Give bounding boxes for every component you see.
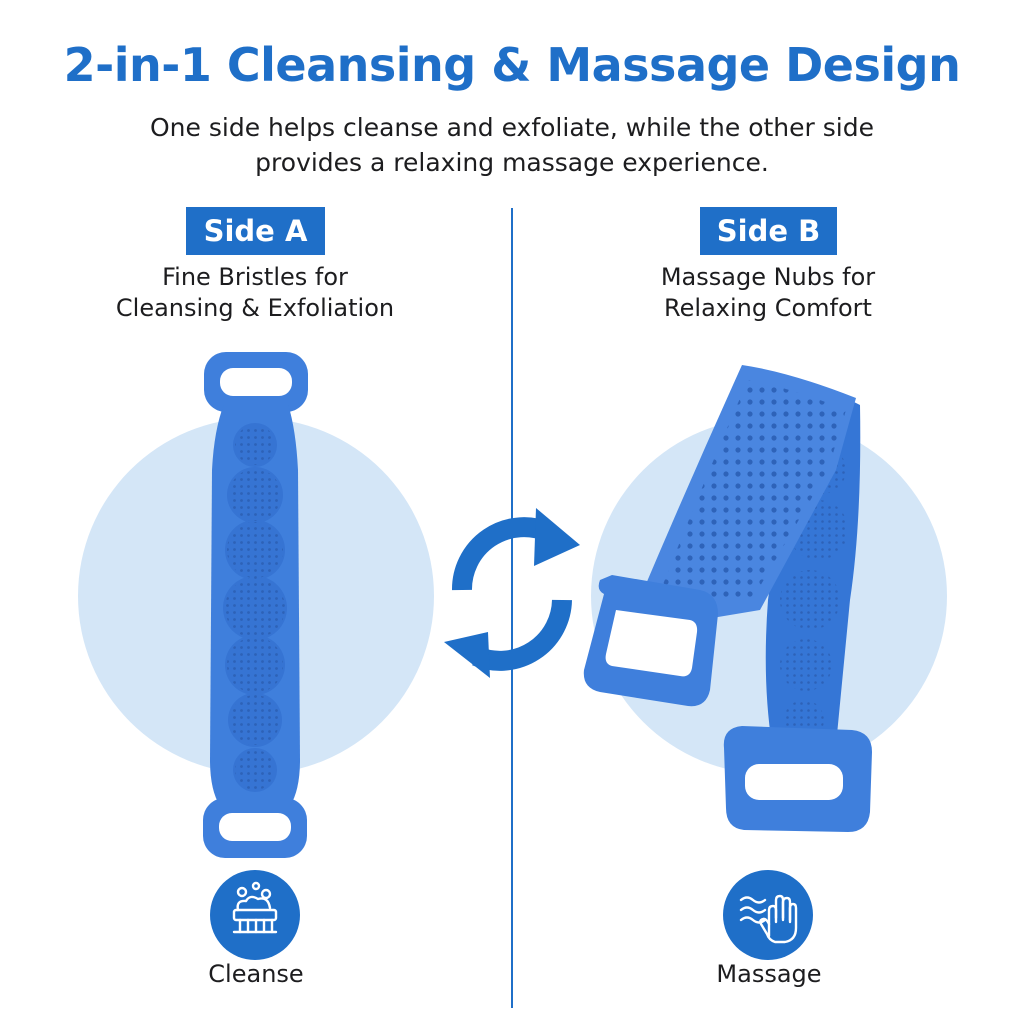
side-b-badge: Side B (700, 207, 837, 255)
page-subtitle: One side helps cleanse and exfoliate, wh… (100, 110, 924, 180)
side-a-description: Fine Bristles for Cleansing & Exfoliatio… (55, 262, 455, 324)
side-b-desc-line-2: Relaxing Comfort (664, 294, 872, 322)
cleanse-label: Cleanse (208, 960, 304, 988)
waves-hand-icon (723, 870, 813, 960)
massage-label: Massage (716, 960, 822, 988)
bubbles-brush-icon (210, 870, 300, 960)
center-divider (511, 208, 513, 1008)
subtitle-line-2: provides a relaxing massage experience. (255, 148, 769, 177)
side-a-desc-line-1: Fine Bristles for (162, 263, 348, 291)
side-a-badge: Side A (186, 207, 325, 255)
side-a-desc-line-2: Cleansing & Exfoliation (115, 294, 395, 322)
subtitle-line-1: One side helps cleanse and exfoliate, wh… (150, 113, 874, 142)
side-b-description: Massage Nubs for Relaxing Comfort (568, 262, 968, 324)
side-b-desc-line-1: Massage Nubs for (660, 263, 876, 291)
page-title: 2-in-1 Cleansing & Massage Design (63, 38, 961, 92)
